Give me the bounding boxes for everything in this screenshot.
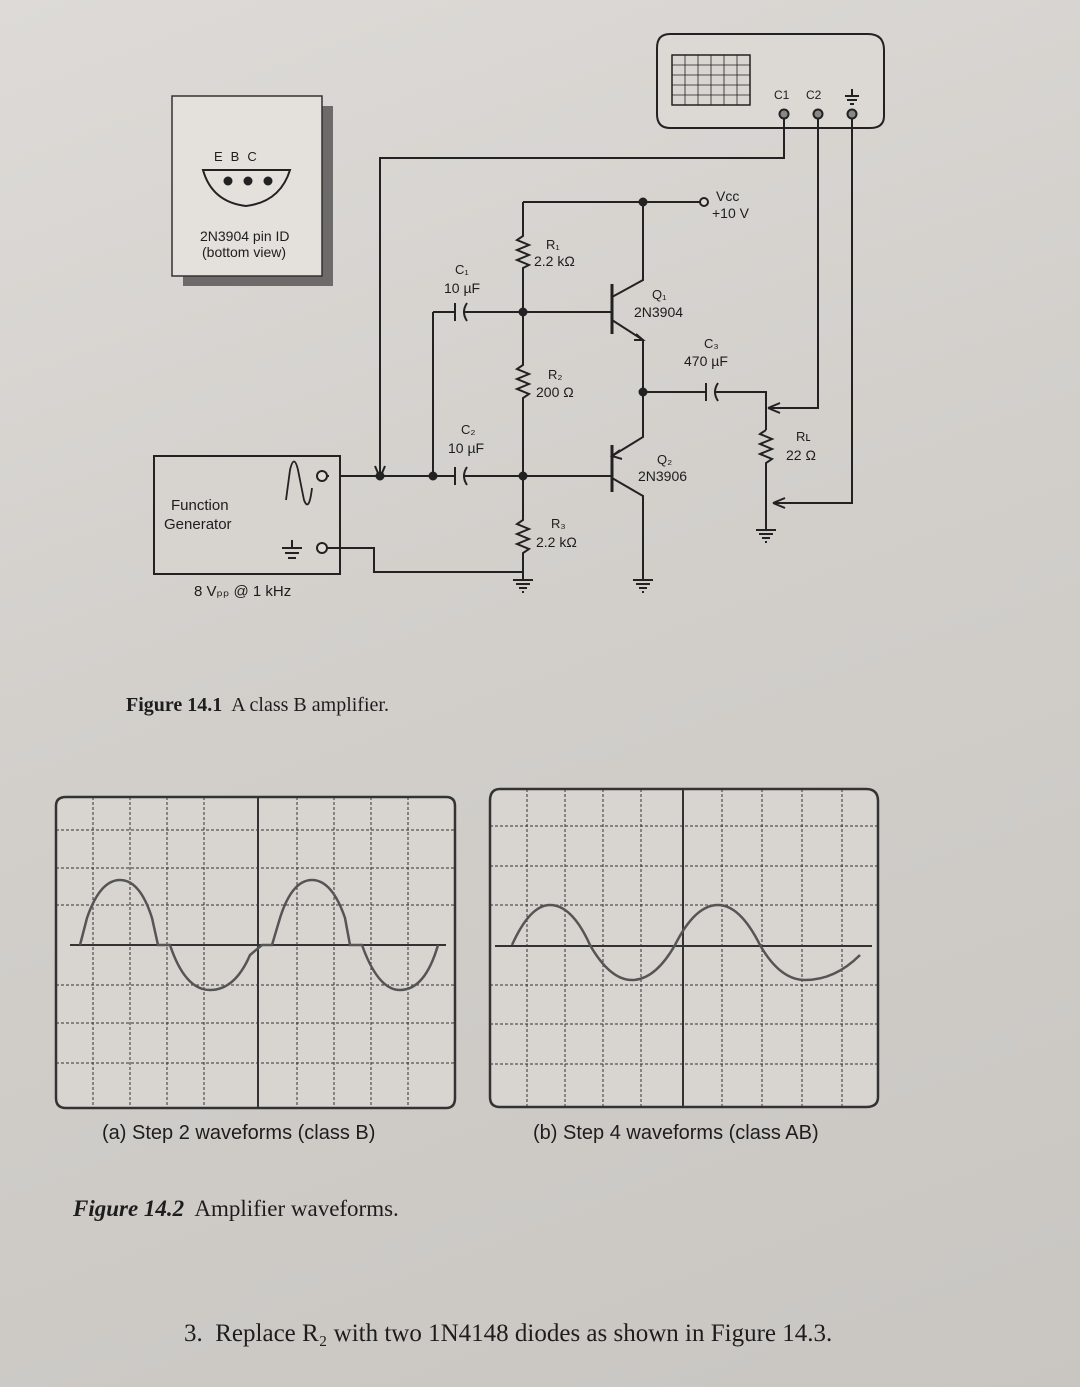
pin-id-title: 2N3904 pin ID	[200, 228, 290, 244]
scope-panel-a	[54, 795, 457, 1110]
scope-panel-b	[488, 787, 880, 1109]
pin-id-subtitle: (bottom view)	[202, 244, 287, 260]
c3-name: C₃	[704, 336, 719, 351]
q1-value: 2N3904	[634, 304, 684, 320]
figure-14-2-number: Figure 14.2	[73, 1196, 185, 1221]
waveform-a-caption: (a) Step 2 waveforms (class B)	[102, 1122, 376, 1144]
pin-id-box	[171, 95, 323, 277]
figure-14-1-number: Figure 14.1	[126, 694, 223, 716]
pin-c-label: C	[247, 149, 265, 164]
pin-b-label: B	[230, 149, 248, 164]
scope-ch2-label: C2	[806, 88, 822, 102]
sine-icon	[285, 460, 313, 506]
r2-name: R₂	[548, 367, 563, 382]
function-generator-box	[153, 455, 341, 575]
c2-name: C₂	[461, 422, 476, 437]
function-generator-label-2: Generator	[164, 516, 232, 533]
r1-value: 2.2 kΩ	[534, 253, 575, 269]
generator-setting: 8 Vₚₚ @ 1 kHz	[194, 583, 292, 600]
r3-name: R₃	[551, 516, 566, 531]
r3-value: 2.2 kΩ	[536, 534, 577, 550]
function-generator-label-1: Function	[171, 497, 229, 514]
vcc-label: Vcc	[716, 188, 740, 204]
figure-14-2-title: Amplifier waveforms.	[194, 1196, 399, 1221]
scope-ch1-label: C1	[774, 88, 790, 102]
transistor-outline	[201, 169, 292, 208]
r2-value: 200 Ω	[536, 384, 574, 400]
r1-name: R₁	[546, 237, 560, 252]
step-3-body: Replace R₂ with two 1N4148 diodes as sho…	[215, 1320, 833, 1347]
waveform-b-trace	[510, 903, 861, 982]
q1-name: Q₁	[652, 287, 667, 302]
rl-name: Rʟ	[796, 429, 811, 444]
c3-value: 470 µF	[684, 353, 728, 369]
vcc-value: +10 V	[712, 205, 749, 221]
figure-14-1-title: A class B amplifier.	[231, 694, 389, 716]
ch2-jack	[812, 108, 824, 120]
rl-value: 22 Ω	[786, 447, 816, 463]
pin-labels: EBC	[214, 149, 265, 164]
c1-value: 10 µF	[444, 280, 481, 296]
figure-14-1-caption: Figure 14.1 A class B amplifier.	[126, 694, 389, 717]
pin-e-label: E	[214, 149, 231, 164]
step-3-number: 3.	[184, 1320, 203, 1347]
c1-name: C₁	[455, 262, 469, 277]
ch1-jack	[778, 108, 790, 120]
waveform-b-caption: (b) Step 4 waveforms (class AB)	[533, 1122, 819, 1144]
q2-name: Q₂	[657, 452, 673, 467]
ground-jack	[846, 108, 858, 120]
step-3-text: 3. Replace R₂ with two 1N4148 diodes as …	[184, 1320, 832, 1348]
figure-14-2-caption: Figure 14.2 Amplifier waveforms.	[73, 1196, 399, 1222]
c2-value: 10 µF	[448, 440, 485, 456]
waveform-a-trace	[78, 878, 440, 992]
q2-value: 2N3906	[638, 468, 688, 484]
